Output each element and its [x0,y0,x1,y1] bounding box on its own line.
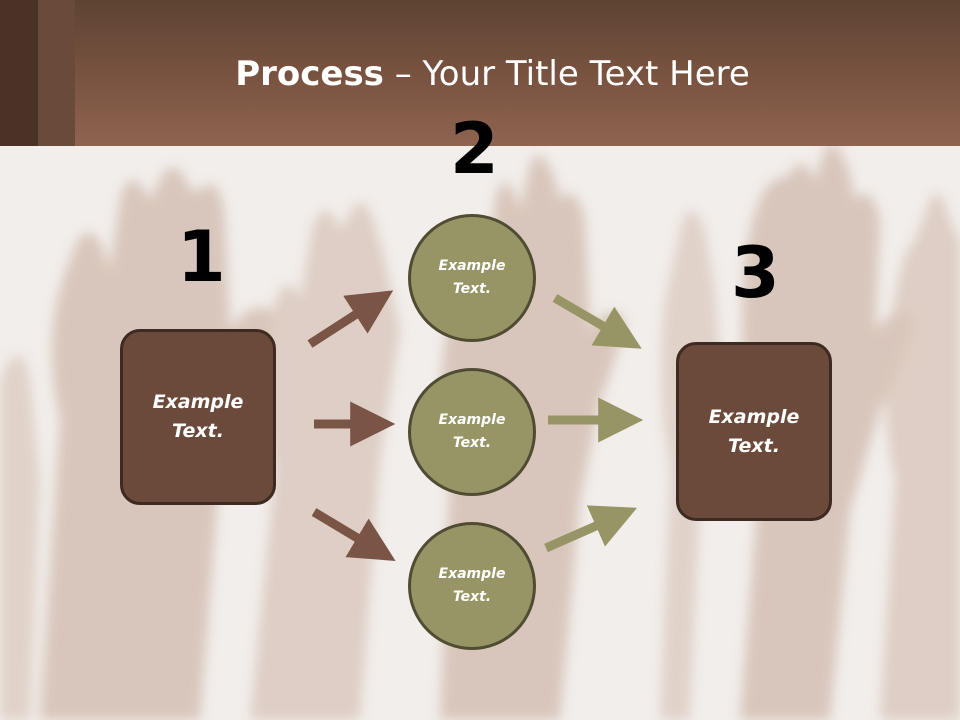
step2-circle-bottom[interactable]: Example Text. [408,522,536,650]
step1-box[interactable]: Example Text. [120,329,276,505]
step1-box-line1: Example [152,391,244,413]
circle-top-line2: Text. [452,281,492,297]
step-number-3: 3 [731,232,780,314]
step3-box-line1: Example [708,405,800,428]
step1-box-line2: Text. [172,420,224,442]
step3-box[interactable]: Example Text. [676,342,832,521]
title-bold: Process [235,54,384,94]
slide-title[interactable]: Process – Your Title Text Here [0,52,960,96]
step-number-1: 1 [177,216,226,298]
circle-middle-line2: Text. [452,435,492,451]
circle-middle-line1: Example [438,412,506,428]
circle-bottom-line1: Example [438,566,506,582]
step-number-2: 2 [450,108,499,190]
circle-bottom-line2: Text. [452,589,492,605]
header-accent-mid [38,0,75,146]
circle-top-line1: Example [438,258,506,274]
title-rest: – Your Title Text Here [383,54,750,94]
step3-box-line2: Text. [728,434,780,457]
header-accent-dark [0,0,38,146]
step2-circle-top[interactable]: Example Text. [408,214,536,342]
step2-circle-middle[interactable]: Example Text. [408,368,536,496]
header-band [0,0,960,146]
